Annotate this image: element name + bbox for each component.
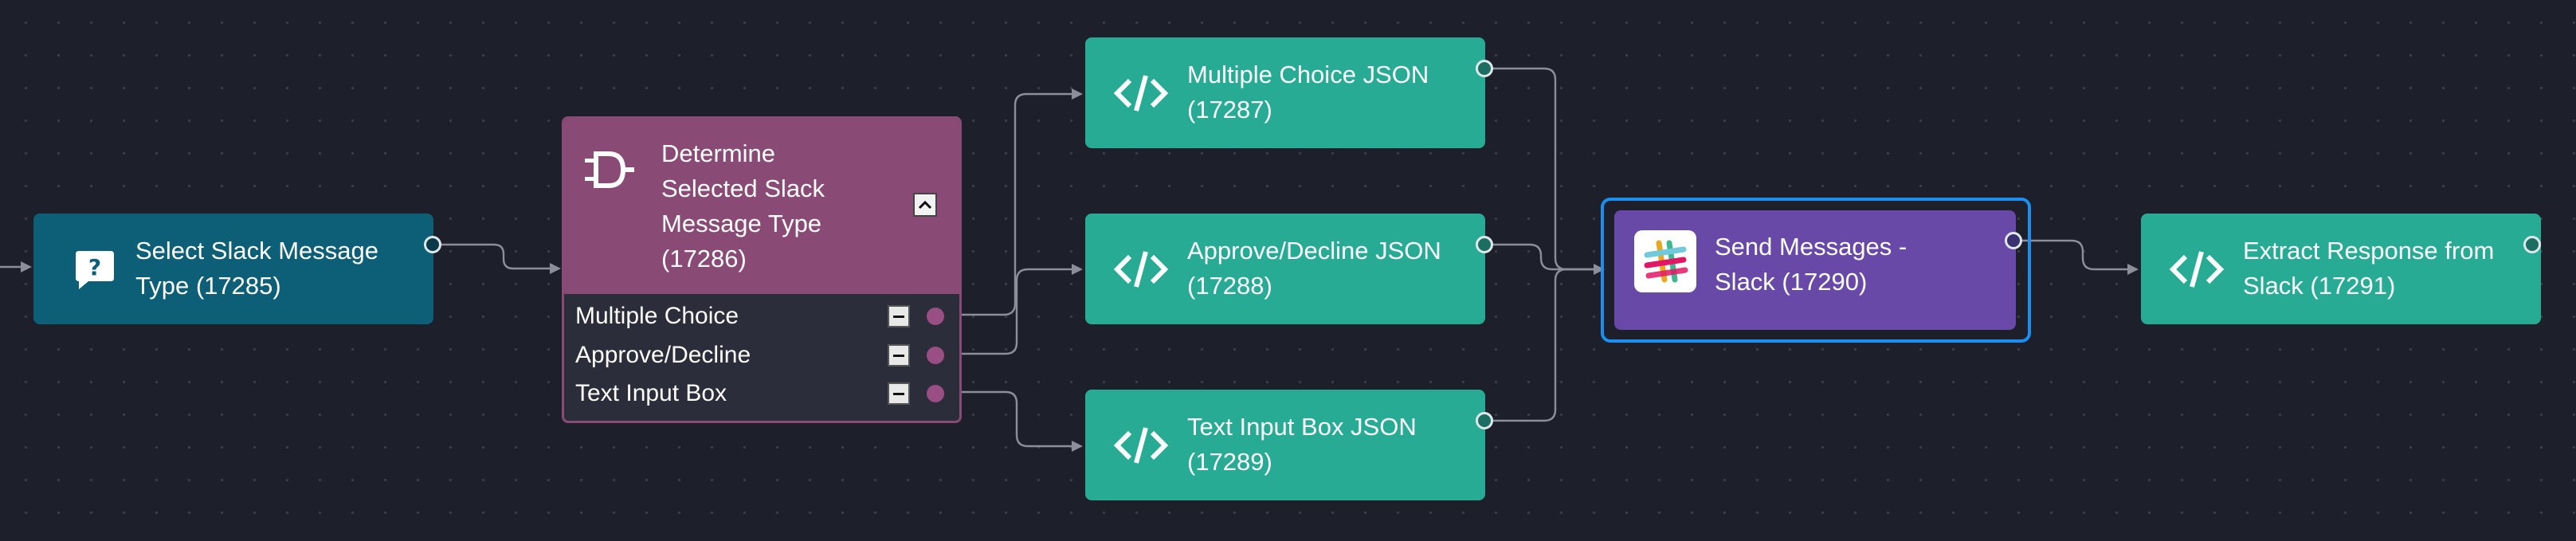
option-multiple-choice: Multiple Choice [575,303,739,329]
svg-text:?: ? [88,254,101,280]
node-label: Determine Selected Slack Message Type (1… [661,139,825,272]
code-icon [1109,420,1173,471]
wire-send-to-extract [2014,239,2127,271]
code-icon [1109,244,1173,295]
node-text-input-box-json[interactable]: Text Input Box JSON (17289) [1085,390,1493,500]
output-port[interactable] [424,236,441,253]
option-approve-decline: Approve/Decline [575,342,751,368]
output-port[interactable] [2523,236,2541,253]
minus-icon[interactable] [888,382,910,405]
chevron-up-icon [918,200,932,210]
node-label: Select Slack Message Type (17285) [135,237,378,300]
output-port[interactable] [1476,60,1493,77]
node-label: Send Messages - Slack (17290) [1715,233,1907,296]
arrow-into-ad-json [1072,264,1083,275]
arrow-into-extract [2127,264,2139,275]
option-text-input-box: Text Input Box [575,380,727,406]
plug-icon [582,147,639,192]
wire-ti-to-send [1487,268,1594,422]
node-send-messages-slack[interactable]: Send Messages - Slack (17290) [1614,210,2022,330]
selection-outline [1601,198,2031,343]
node-select-slack-message-type[interactable]: ? Select Slack Message Type (17285) [33,214,441,324]
slack-logo-icon [1634,230,1696,292]
node-extract-response-from-slack[interactable]: Extract Response from Slack (17291) [2141,214,2541,324]
output-port[interactable] [1476,236,1493,253]
node-label: Approve/Decline JSON (17288) [1187,237,1441,300]
option-port-approve-decline[interactable] [927,347,944,364]
node-label: Multiple Choice JSON (17287) [1187,61,1429,123]
code-icon [1109,68,1173,119]
wire-ad-to-send [1487,243,1594,271]
output-port[interactable] [2005,232,2022,249]
wire-mc-to-send [1487,67,1594,271]
wire-select-to-determine [433,243,550,270]
option-port-text-input-box[interactable] [927,385,944,402]
code-icon [2165,244,2229,295]
minus-icon[interactable] [888,344,910,367]
node-multiple-choice-json[interactable]: Multiple Choice JSON (17287) [1085,37,1493,148]
output-port[interactable] [1476,412,1493,429]
node-header: Determine Selected Slack Message Type (1… [564,119,959,294]
node-label: Text Input Box JSON (17289) [1187,413,1417,476]
arrow-into-determine [550,263,561,274]
option-port-multiple-choice[interactable] [927,308,944,325]
arrow-entry [21,261,32,272]
question-bubble-icon: ? [65,241,121,296]
collapse-button[interactable] [913,193,937,217]
node-approve-decline-json[interactable]: Approve/Decline JSON (17288) [1085,214,1493,324]
node-label: Extract Response from Slack (17291) [2243,237,2495,300]
arrow-into-ti-json [1072,441,1083,452]
node-determine-selected-slack-message-type[interactable]: Determine Selected Slack Message Type (1… [562,116,962,423]
arrow-into-mc-json [1072,88,1083,100]
minus-icon[interactable] [888,305,910,327]
